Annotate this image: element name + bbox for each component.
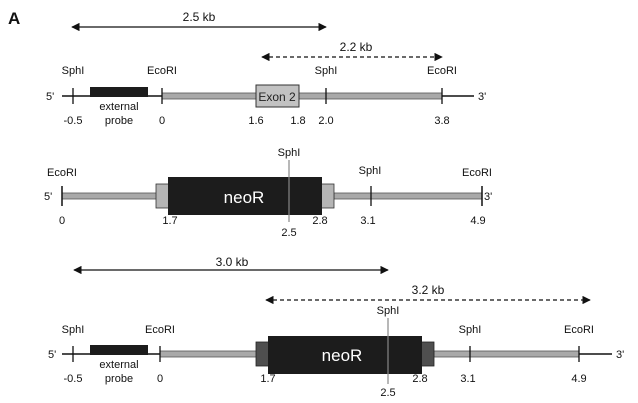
homology-arm-left [159, 350, 259, 358]
site-label-ecori: EcoRI [47, 167, 77, 179]
external-probe [90, 345, 148, 355]
position-label: 1.8 [290, 115, 305, 127]
position-label: 2.5 [380, 387, 395, 399]
wildtype-map: 2.5 kb 2.2 kb Exon 2 5' 3' SphI EcoRI Sp… [46, 10, 486, 127]
neor-cassette [168, 177, 322, 215]
genomic-region [161, 92, 443, 100]
five-prime-label: 5' [48, 349, 56, 361]
cassette-flank-right [319, 183, 335, 209]
probe-label-line1: external [99, 359, 138, 371]
site-label-sphi: SphI [377, 305, 400, 317]
position-label: 4.9 [571, 373, 586, 385]
three-prime-label: 3' [478, 91, 486, 103]
position-label: 1.6 [248, 115, 263, 127]
neor-cassette [268, 336, 422, 374]
site-label-sphi: SphI [278, 147, 301, 159]
position-label: 0 [157, 373, 163, 385]
site-label-sphi: SphI [359, 165, 382, 177]
five-prime-label: 5' [46, 91, 54, 103]
site-label-sphi: SphI [62, 324, 85, 336]
distance-label-dashed: 2.2 kb [340, 40, 373, 54]
site-label-ecori: EcoRI [147, 65, 177, 77]
targeted-allele-map: 3.0 kb 3.2 kb neoR 5' 3' SphI EcoRI SphI… [48, 255, 624, 399]
position-label: 3.8 [434, 115, 449, 127]
neor-label: neoR [224, 188, 265, 207]
site-label-ecori: EcoRI [462, 167, 492, 179]
cassette-flank-left [155, 183, 171, 209]
position-label: 0 [59, 215, 65, 227]
position-label: 4.9 [470, 215, 485, 227]
site-label-ecori: EcoRI [427, 65, 457, 77]
site-label-ecori: EcoRI [564, 324, 594, 336]
distance-label-solid: 3.0 kb [216, 255, 249, 269]
probe-label-line1: external [99, 101, 138, 113]
position-label: 3.1 [360, 215, 375, 227]
position-label: 2.8 [312, 215, 327, 227]
position-label: 1.7 [162, 215, 177, 227]
position-label: 3.1 [460, 373, 475, 385]
position-label: 1.7 [260, 373, 275, 385]
position-label: 2.8 [412, 373, 427, 385]
cassette-flank-left [255, 341, 271, 367]
position-label: -0.5 [64, 115, 83, 127]
targeting-construct-map: neoR 5' 3' EcoRI SphI SphI EcoRI 0 1.7 2… [44, 147, 492, 239]
exon-2-box [255, 84, 300, 108]
distance-label-dashed: 3.2 kb [412, 283, 445, 297]
homology-arm-right [433, 350, 580, 358]
homology-arm-left [61, 192, 159, 200]
cassette-flank-right [419, 341, 435, 367]
position-label: 2.5 [281, 227, 296, 239]
three-prime-label: 3' [616, 349, 624, 361]
position-label: 0 [159, 115, 165, 127]
position-label: 2.0 [318, 115, 333, 127]
position-label: -0.5 [64, 373, 83, 385]
site-label-sphi: SphI [62, 65, 85, 77]
site-label-sphi: SphI [315, 65, 338, 77]
external-probe [90, 87, 148, 97]
exon-2-label: Exon 2 [258, 90, 296, 104]
three-prime-label: 3' [484, 191, 492, 203]
five-prime-label: 5' [44, 191, 52, 203]
probe-label-line2: probe [105, 373, 133, 385]
site-label-ecori: EcoRI [145, 324, 175, 336]
distance-label-solid: 2.5 kb [183, 10, 216, 24]
neor-label: neoR [322, 346, 363, 365]
site-label-sphi: SphI [459, 324, 482, 336]
panel-label: A [8, 9, 20, 28]
probe-label-line2: probe [105, 115, 133, 127]
homology-arm-right [333, 192, 483, 200]
